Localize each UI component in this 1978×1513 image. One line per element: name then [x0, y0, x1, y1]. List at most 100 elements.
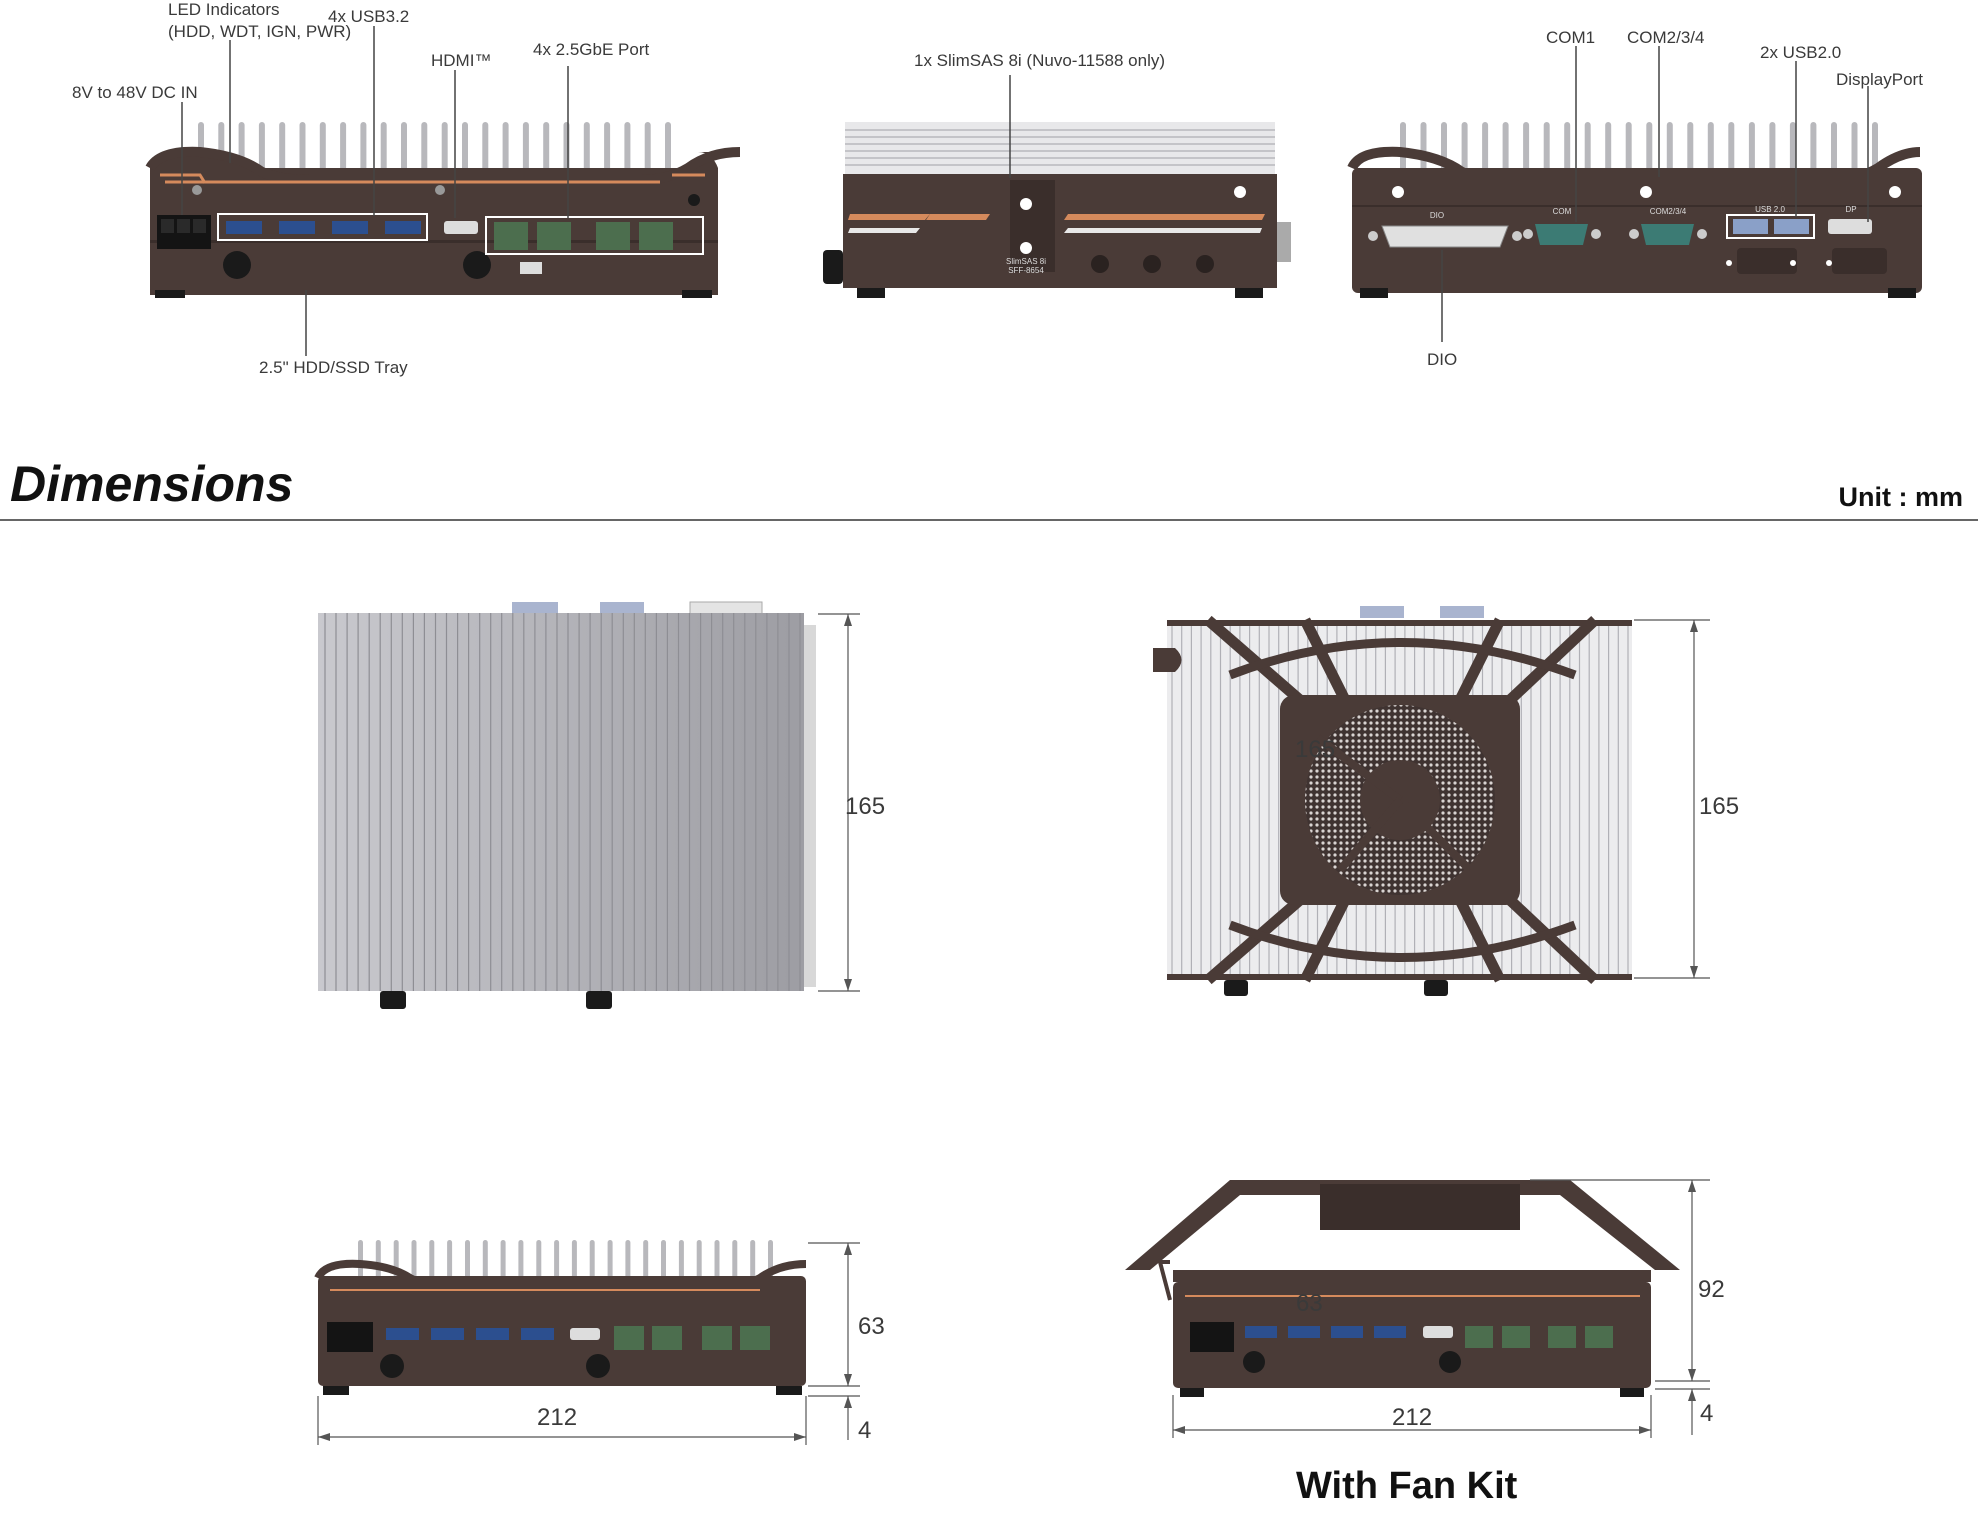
fin — [319, 122, 326, 180]
com1-label: COM1 — [1546, 28, 1596, 47]
front-dim-fins — [358, 1240, 773, 1285]
fin — [1461, 122, 1468, 180]
fin — [536, 1240, 542, 1285]
front-panel-view — [145, 26, 741, 356]
fin — [465, 1240, 470, 1285]
led-indicators-label: LED Indicators — [168, 0, 280, 19]
side-view: SlimSAS 8i SFF-8654 — [823, 75, 1291, 298]
fin — [462, 122, 468, 180]
hdd-tray-label: 2.5" HDD/SSD Tray — [259, 358, 408, 377]
fin — [714, 1240, 720, 1285]
fin — [643, 1240, 649, 1285]
fin — [482, 122, 489, 180]
fin — [1502, 122, 1509, 180]
top-fins — [324, 613, 801, 991]
fin — [1584, 122, 1591, 180]
fan-top-view — [1153, 606, 1710, 996]
fin — [607, 1240, 613, 1285]
com234-label: COM2/3/4 — [1627, 28, 1705, 47]
front-width-dimension: 212 — [537, 1404, 578, 1431]
fin — [625, 1240, 631, 1285]
slimsas-label: 1x SlimSAS 8i (Nuvo-11588 only) — [914, 51, 1166, 70]
heatsink-fins-rear — [1400, 122, 1878, 180]
usb20-mark: USB 2.0 — [1755, 205, 1785, 214]
fin — [1543, 122, 1550, 180]
fin — [1810, 122, 1817, 180]
fin — [554, 1240, 560, 1285]
fin — [678, 1240, 684, 1285]
fin — [411, 1240, 417, 1285]
fin — [1687, 122, 1694, 180]
fin — [1707, 122, 1714, 180]
fan-kit-caption: With Fan Kit — [1296, 1465, 1518, 1507]
fin — [1769, 122, 1776, 180]
fin — [661, 1240, 666, 1285]
fin — [1789, 122, 1796, 180]
fin — [571, 1240, 577, 1285]
fin — [401, 122, 407, 180]
usb20-label: 2x USB2.0 — [1760, 43, 1842, 62]
section-divider — [0, 519, 1978, 521]
dio-label: DIO — [1427, 350, 1458, 369]
fin — [696, 1240, 702, 1285]
fin — [583, 122, 590, 180]
fin — [279, 122, 286, 180]
fin — [441, 122, 448, 180]
fan-depth-dimension: 165 — [1699, 793, 1740, 820]
hdmi-label: HDMI™ — [431, 51, 492, 70]
fan-feet-dimension: 4 — [1700, 1400, 1714, 1427]
dp-mark: DP — [1845, 205, 1856, 214]
fan-front-dim-view — [1125, 1179, 1710, 1438]
fan-front-inner-dimension: 63 — [1296, 1290, 1323, 1317]
fin — [1646, 122, 1653, 180]
front-dim-view — [314, 1240, 860, 1445]
gbe-port-label: 4x 2.5GbE Port — [533, 40, 650, 59]
slimsas-mark-2: SFF-8654 — [1008, 266, 1044, 275]
fin — [543, 122, 550, 180]
fin — [522, 122, 529, 180]
slimsas-mark: SlimSAS 8i — [1006, 257, 1046, 266]
fin — [447, 1240, 453, 1285]
fin — [644, 122, 651, 180]
fin — [500, 1240, 506, 1285]
fan-height-dimension: 92 — [1698, 1276, 1725, 1303]
fin — [380, 122, 387, 180]
unit-label: Unit : mm — [1838, 482, 1964, 512]
fin — [750, 1240, 756, 1285]
section-title: Dimensions — [10, 456, 294, 512]
top-view — [318, 601, 860, 1009]
fin — [665, 122, 671, 180]
fin — [429, 1240, 435, 1285]
fin — [1482, 122, 1489, 180]
fin — [1564, 122, 1571, 180]
fin — [589, 1240, 595, 1285]
fin — [1523, 122, 1530, 180]
com-mark: COM — [1553, 207, 1572, 216]
fin — [518, 1240, 524, 1285]
fin — [340, 122, 347, 180]
fin — [1831, 122, 1837, 180]
fin — [604, 122, 611, 180]
fan-width-dimension: 212 — [1392, 1404, 1433, 1431]
fin — [421, 122, 428, 180]
fin — [502, 122, 509, 180]
fin — [299, 122, 306, 180]
fin — [482, 1240, 488, 1285]
dc-in-label: 8V to 48V DC IN — [72, 83, 198, 102]
top-depth-dimension: 165 — [845, 793, 886, 820]
fin — [1666, 122, 1673, 180]
heatsink-fins — [198, 122, 671, 180]
dio-mark: DIO — [1430, 211, 1444, 220]
led-indicators-sub-label: (HDD, WDT, IGN, PWR) — [168, 22, 352, 41]
fin — [1851, 122, 1858, 180]
rear-panel-view: DIO COM COM2/3/4 USB 2.0 DP — [1347, 46, 1922, 342]
fin — [732, 1240, 738, 1285]
fin — [1605, 122, 1612, 180]
fin — [624, 122, 631, 180]
front-height-dimension: 63 — [858, 1313, 885, 1340]
fin — [360, 122, 367, 180]
fin — [1748, 122, 1755, 180]
displayport-label: DisplayPort — [1836, 70, 1923, 89]
fin — [1625, 122, 1632, 180]
usb32-label: 4x USB3.2 — [328, 7, 410, 26]
